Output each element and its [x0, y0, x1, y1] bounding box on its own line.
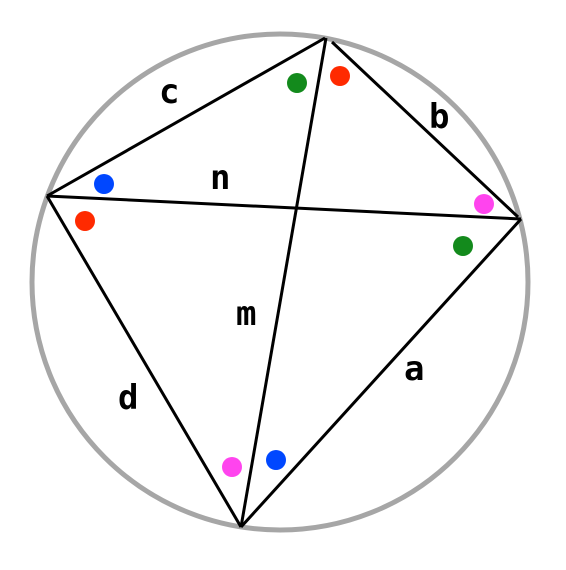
label-m: m	[236, 294, 256, 334]
angle-dot-green-right	[453, 236, 473, 256]
side-d	[45, 195, 243, 528]
label-d: d	[118, 378, 138, 418]
diagonal-m	[239, 37, 328, 528]
angle-dot-red-left	[75, 211, 95, 231]
label-n: n	[210, 158, 230, 198]
side-c	[46, 36, 326, 198]
angle-dot-blue-bottom	[266, 450, 286, 470]
label-c: c	[159, 72, 179, 112]
angle-dot-red-top	[330, 66, 350, 86]
side-a	[239, 217, 523, 529]
angle-dot-magenta-bottom	[222, 457, 242, 477]
diagonal-n	[46, 194, 522, 221]
angle-dot-magenta-right	[474, 194, 494, 214]
label-b: b	[429, 97, 449, 137]
angle-dot-green-top	[287, 73, 307, 93]
circumcircle	[29, 31, 531, 533]
angle-dot-blue-left	[94, 174, 114, 194]
label-a: a	[404, 349, 424, 389]
side-b	[330, 40, 520, 219]
